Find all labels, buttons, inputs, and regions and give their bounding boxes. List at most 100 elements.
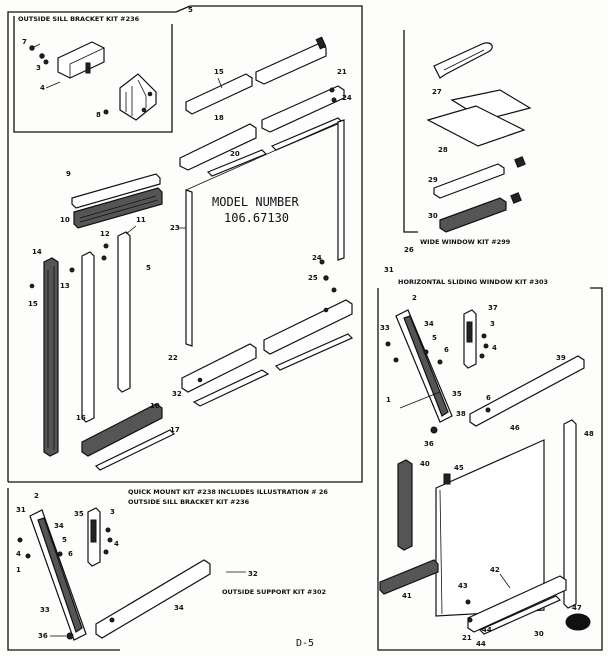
callout-6: 6 xyxy=(486,394,491,402)
callout-48: 48 xyxy=(584,430,594,438)
callout-2: 2 xyxy=(412,294,417,302)
callout-24: 24 xyxy=(342,94,352,102)
callout-28: 28 xyxy=(438,146,448,154)
model-number-heading: MODEL NUMBER xyxy=(212,195,299,209)
callout-30: 30 xyxy=(428,212,438,220)
caption-horizontal-kit: HORIZONTAL SLIDING WINDOW KIT #303 xyxy=(398,278,548,286)
outside-sill-bracket-inset: OUTSIDE SILL BRACKET KIT #236 7 3 4 8 5 xyxy=(13,6,193,133)
callout-4: 4 xyxy=(114,540,119,548)
rail-19-right xyxy=(261,85,345,133)
callout-41: 41 xyxy=(402,592,412,600)
callout-6: 6 xyxy=(68,550,73,558)
callout-18: 18 xyxy=(214,114,224,122)
sill-channel-10b xyxy=(81,403,163,457)
callout-36: 36 xyxy=(424,440,434,448)
callout-1: 1 xyxy=(386,396,391,404)
callout-35: 35 xyxy=(74,510,84,518)
callout-29: 29 xyxy=(428,176,438,184)
callout-4: 4 xyxy=(16,550,21,558)
callout-34: 34 xyxy=(424,320,434,328)
callout-5: 5 xyxy=(146,264,151,272)
jamb-left xyxy=(81,251,95,423)
callout-36: 36 xyxy=(38,632,48,640)
callout-12: 12 xyxy=(100,230,110,238)
wide-kit-rail-30 xyxy=(439,197,507,233)
outside-support-kit-frame: OUTSIDE SUPPORT KIT #302 32 31 2 34 5 6 … xyxy=(7,488,326,651)
seal-roll-47 xyxy=(565,613,591,631)
callout-11: 11 xyxy=(136,216,146,224)
callout-10: 10 xyxy=(150,402,160,410)
callout-31: 31 xyxy=(384,266,394,274)
left-side-channels: 9 10 11 12 13 14 15 16 5 10 17 xyxy=(28,170,180,471)
callout-15: 15 xyxy=(28,300,38,308)
callout-26: 26 xyxy=(404,246,414,254)
callout-8: 8 xyxy=(96,111,101,119)
callout-6: 6 xyxy=(444,346,449,354)
wide-window-kit-frame: WIDE WINDOW KIT #299 26 27 28 29 30 xyxy=(403,30,532,254)
callout-9: 9 xyxy=(66,170,71,178)
rail-16-left xyxy=(179,123,257,171)
callout-22: 22 xyxy=(168,354,178,362)
callout-44: 44 xyxy=(476,640,486,648)
callout-33: 33 xyxy=(40,606,50,614)
page-number: D-5 xyxy=(296,638,314,649)
filler-panel-46 xyxy=(435,439,545,617)
callout-42: 42 xyxy=(490,566,500,574)
callout-31: 31 xyxy=(16,506,26,514)
callout-13: 13 xyxy=(60,282,70,290)
callout-5: 5 xyxy=(62,536,67,544)
caption-wide-window-kit: WIDE WINDOW KIT #299 xyxy=(420,238,511,246)
callout-39: 39 xyxy=(556,354,566,362)
callout-30: 30 xyxy=(534,630,544,638)
caption-quick-mount-1: QUICK MOUNT KIT #238 INCLUDES ILLUSTRATI… xyxy=(128,488,328,496)
callout-21: 21 xyxy=(462,634,472,642)
callout-25: 25 xyxy=(308,274,318,282)
callout-5: 5 xyxy=(432,334,437,342)
callout-21: 21 xyxy=(337,68,347,76)
callout-17: 17 xyxy=(170,426,180,434)
accordion-panel: MODEL NUMBER 106.67130 23 24 25 xyxy=(170,119,345,347)
horizontal-sliding-kit-frame: HORIZONTAL SLIDING WINDOW KIT #303 31 33… xyxy=(377,266,603,651)
model-number-value: 106.67130 xyxy=(224,211,289,225)
sill-bracket-slot xyxy=(85,62,91,74)
callout-32: 32 xyxy=(172,390,182,398)
callout-7: 7 xyxy=(22,38,27,46)
callout-35: 35 xyxy=(452,390,462,398)
jamb-11 xyxy=(117,231,131,393)
callout-10: 10 xyxy=(60,216,70,224)
callout-34: 34 xyxy=(174,604,184,612)
quick-mount-kit-frame xyxy=(7,5,363,483)
callout-14: 14 xyxy=(32,248,42,256)
caption-outside-sill-kit: OUTSIDE SILL BRACKET KIT #236 xyxy=(18,15,140,23)
sill-angle-bracket xyxy=(119,73,157,121)
callout-40: 40 xyxy=(420,460,430,468)
callout-43: 43 xyxy=(458,582,468,590)
channel-9 xyxy=(71,173,161,209)
callout-47: 47 xyxy=(572,604,582,612)
support-rail-34 xyxy=(95,559,211,639)
callout-20: 20 xyxy=(230,150,240,158)
callout-3: 3 xyxy=(36,64,41,72)
caption-outside-support-kit: OUTSIDE SUPPORT KIT #302 xyxy=(222,588,326,596)
channel-10 xyxy=(73,187,163,229)
callout-44: 44 xyxy=(482,626,492,634)
callout-3: 3 xyxy=(490,320,495,328)
callout-45: 45 xyxy=(454,464,464,472)
callout-38: 38 xyxy=(456,410,466,418)
callout-32: 32 xyxy=(248,570,258,578)
top-channel-rails: 15 18 20 21 24 xyxy=(179,36,352,177)
sill-screws xyxy=(29,43,49,65)
caption-quick-mount-2: OUTSIDE SILL BRACKET KIT #236 xyxy=(128,498,250,506)
foam-seal-14 xyxy=(43,257,59,457)
callout-1: 1 xyxy=(16,566,21,574)
sill-bracket-plate xyxy=(57,41,105,79)
callout-33: 33 xyxy=(380,324,390,332)
bottom-rail-30 xyxy=(467,575,567,633)
wide-kit-panel-28 xyxy=(426,105,526,147)
callout-4: 4 xyxy=(40,84,45,92)
sill-channel-41 xyxy=(379,559,439,595)
rail-15-right xyxy=(255,43,327,85)
callout-46: 46 xyxy=(510,424,520,432)
jamb-40 xyxy=(397,459,413,551)
callout-2: 2 xyxy=(34,492,39,500)
